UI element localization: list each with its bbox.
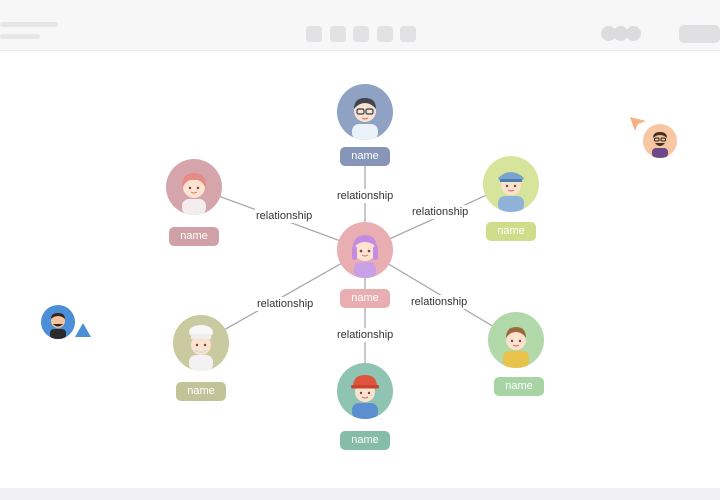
collaborator-dot-3[interactable] <box>626 26 641 41</box>
worker-avatar-icon[interactable] <box>488 312 544 368</box>
toolbar-button-5[interactable] <box>400 26 416 42</box>
top-left-name-tag[interactable]: name <box>169 227 219 246</box>
chef-avatar-icon[interactable] <box>173 315 229 371</box>
diagram-canvas[interactable]: relationship relationship relationship r… <box>0 51 720 488</box>
share-button[interactable] <box>679 25 720 43</box>
collaborator-avatar-icon[interactable] <box>41 305 75 339</box>
collaborator-dot-1[interactable] <box>601 26 616 41</box>
top-right-name-tag[interactable]: name <box>486 222 536 241</box>
toolbar-button-3[interactable] <box>353 26 369 42</box>
relationship-label-top-left: relationship <box>255 209 314 223</box>
bottom-left-name-tag[interactable]: name <box>176 382 226 401</box>
toolbar-button-2[interactable] <box>330 26 346 42</box>
man-glasses-avatar-icon[interactable] <box>337 84 393 140</box>
relationship-label-bottom-left: relationship <box>256 297 315 311</box>
top-name-tag[interactable]: name <box>340 147 390 166</box>
woman-avatar-icon[interactable] <box>166 159 222 215</box>
relationship-label-top: relationship <box>336 189 395 203</box>
cursor-arrow-icon <box>75 323 91 337</box>
officer-avatar-icon[interactable] <box>483 156 539 212</box>
link-bottom-left <box>200 249 366 344</box>
builder-helmet-avatar-icon[interactable] <box>337 363 393 419</box>
relationship-label-bottom: relationship <box>336 328 395 342</box>
bottom-right-name-tag[interactable]: name <box>494 377 544 396</box>
bottom-name-tag[interactable]: name <box>340 431 390 450</box>
toolbar-title-blur <box>0 22 58 27</box>
collaborator-dot-2[interactable] <box>613 26 628 41</box>
cursor-arrow-icon <box>630 117 646 131</box>
toolbar-button-4[interactable] <box>377 26 393 42</box>
toolbar-subtitle-blur <box>0 34 40 39</box>
relationship-label-bottom-right: relationship <box>410 295 469 309</box>
toolbar-button-1[interactable] <box>306 26 322 42</box>
relationship-label-top-right: relationship <box>411 205 470 219</box>
bottom-strip <box>0 488 720 500</box>
center-girl-avatar-icon[interactable] <box>337 222 393 278</box>
collaborator-avatar-icon[interactable] <box>643 124 677 158</box>
app-toolbar <box>0 0 720 51</box>
center-name-tag[interactable]: name <box>340 289 390 308</box>
